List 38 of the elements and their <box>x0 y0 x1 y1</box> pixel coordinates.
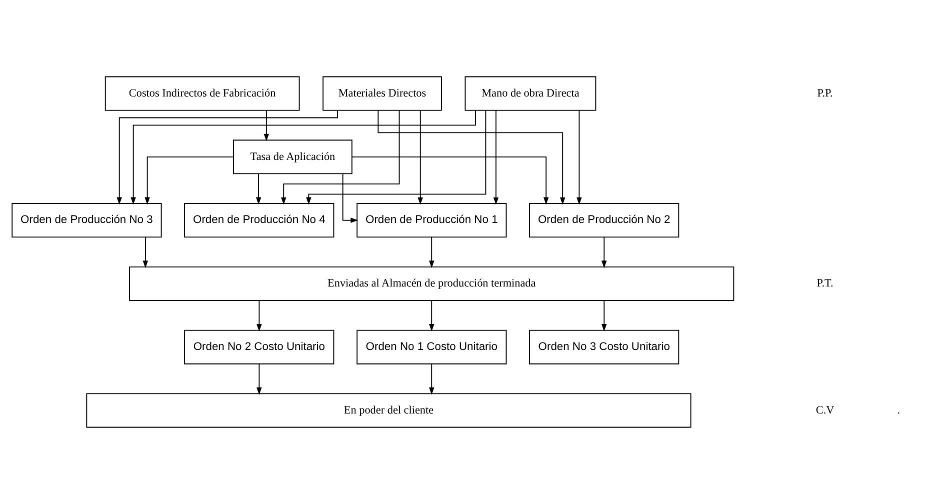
arrow <box>602 236 607 268</box>
arrow <box>116 110 338 205</box>
node-box: Materiales Directos <box>322 76 442 111</box>
node-box: Orden No 1 Costo Unitario <box>356 330 507 364</box>
arrow <box>281 110 400 205</box>
label: C.V <box>816 404 834 416</box>
arrow <box>493 110 499 205</box>
node-box: En poder del cliente <box>86 393 692 428</box>
label: . <box>897 404 900 416</box>
arrow <box>256 364 262 395</box>
node-box: Costos Indirectos de Fabricación <box>104 76 300 111</box>
node-box: Orden No 3 Costo Unitario <box>529 330 680 364</box>
arrow <box>256 300 262 332</box>
node-box: Mano de obra Directa <box>464 76 596 111</box>
arrow <box>429 300 434 332</box>
arrow <box>144 156 234 205</box>
node-box: Orden de Producción No 1 <box>356 203 507 238</box>
arrow <box>264 110 269 142</box>
arrow <box>352 156 549 205</box>
arrow <box>130 110 476 205</box>
arrow <box>378 110 566 205</box>
label: P.P. <box>817 87 833 100</box>
node-box: Enviadas al Almacén de producción terminada <box>129 266 734 301</box>
node-box: Orden de Producción No 2 <box>529 203 680 238</box>
arrow <box>429 236 434 268</box>
label: P.T. <box>816 278 834 290</box>
node-box: Orden de Producción No 4 <box>184 203 334 238</box>
arrow <box>576 110 582 205</box>
arrow <box>418 110 423 205</box>
node-box: Tasa de Aplicación <box>233 140 352 174</box>
arrow <box>142 236 148 268</box>
arrow <box>256 173 262 205</box>
arrow <box>429 364 434 395</box>
arrow <box>602 300 607 332</box>
node-box: Orden de Producción No 3 <box>12 203 162 238</box>
arrow <box>306 110 486 205</box>
node-box: Orden No 2 Costo Unitario <box>184 330 334 364</box>
arrow <box>342 173 358 223</box>
